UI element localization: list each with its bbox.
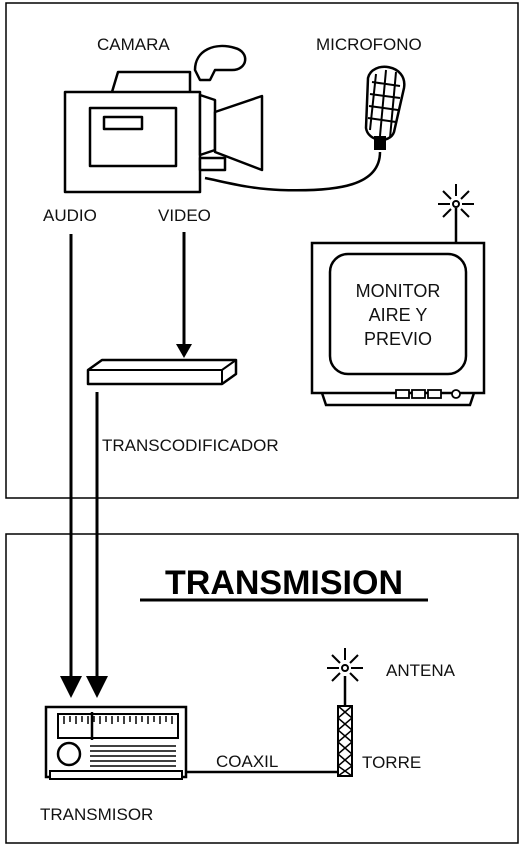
transmitter-label: TRANSMISOR	[40, 805, 153, 824]
microphone-icon	[364, 65, 406, 150]
transmission-panel	[5, 533, 519, 844]
video-label: VIDEO	[158, 206, 211, 225]
transcoder-label: TRANSCODIFICADOR	[102, 436, 279, 455]
transmission-title: TRANSMISION	[165, 564, 403, 602]
monitor-icon	[310, 184, 486, 407]
transcoder-box	[86, 358, 238, 386]
microphone-label: MICROFONO	[316, 35, 422, 54]
monitor-label-line1: MONITOR	[356, 281, 441, 301]
tower-icon	[336, 676, 354, 777]
antenna-label: ANTENA	[386, 661, 456, 680]
transmitter-icon	[44, 705, 188, 780]
antenna-icon	[327, 648, 363, 684]
tower-label: TORRE	[362, 753, 421, 772]
audio-label: AUDIO	[43, 206, 97, 225]
monitor-label-line3: PREVIO	[364, 329, 432, 349]
studio-panel	[5, 2, 519, 499]
monitor-label-line2: AIRE Y	[369, 305, 428, 325]
camera-icon	[63, 44, 264, 194]
mic-cable	[204, 151, 382, 192]
camera-label: CAMARA	[97, 35, 170, 54]
coax-label: COAXIL	[216, 752, 278, 771]
